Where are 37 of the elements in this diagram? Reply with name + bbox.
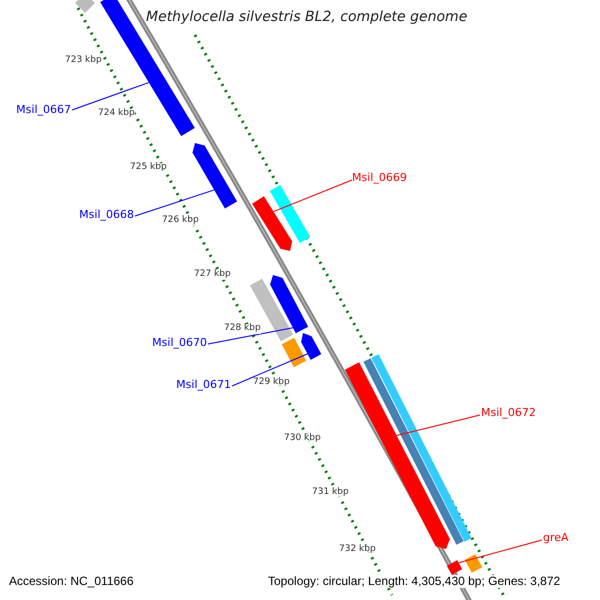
leader-line: [134, 189, 215, 216]
gene-bar: [192, 143, 238, 208]
gene-label: Msil_0669: [352, 172, 407, 184]
gene-bar: [252, 196, 292, 251]
scale-label: 724 kbp: [98, 109, 135, 119]
gene-bar: [75, 0, 95, 13]
scale-label: 723 kbp: [65, 56, 102, 66]
scale-label: 732 kbp: [339, 545, 376, 555]
gene-label: Msil_0671: [176, 379, 231, 392]
scale-label: 729 kbp: [253, 378, 290, 388]
leader-line: [208, 327, 294, 344]
scale-label: 730 kbp: [284, 434, 321, 444]
title: Methylocella silvestris BL2, complete genome: [146, 10, 468, 26]
gene-bar: [270, 275, 308, 334]
leader-line: [232, 353, 308, 386]
gene-bar: [282, 338, 306, 368]
gene-label: Msil_0672: [481, 407, 536, 420]
accession-text: Accession: NC_011666: [9, 575, 134, 588]
gene-bar: [363, 358, 464, 545]
leader-line: [273, 180, 352, 212]
leader-line: [396, 414, 480, 436]
scale-label: 727 kbp: [194, 270, 231, 280]
gene-bar: [371, 354, 472, 542]
scale-label: 726 kbp: [162, 216, 199, 226]
gene-label: Msil_0668: [79, 209, 134, 222]
leader-line: [72, 82, 150, 110]
scale-label: 728 kbp: [224, 324, 261, 334]
genome-info-text: Topology: circular; Length: 4,305,430 bp; Genes: 3,872: [268, 575, 560, 588]
gene-label: greA: [543, 532, 569, 544]
leader-line: [458, 540, 542, 564]
scale-label: 725 kbp: [130, 163, 167, 173]
scale-label: 731 kbp: [312, 488, 349, 498]
gene-bar: [270, 185, 310, 243]
gene-bar: [464, 554, 482, 573]
gene-bar: [301, 333, 322, 360]
gene-label: Msil_0670: [152, 337, 207, 350]
gene-label: Msil_0667: [16, 104, 71, 116]
